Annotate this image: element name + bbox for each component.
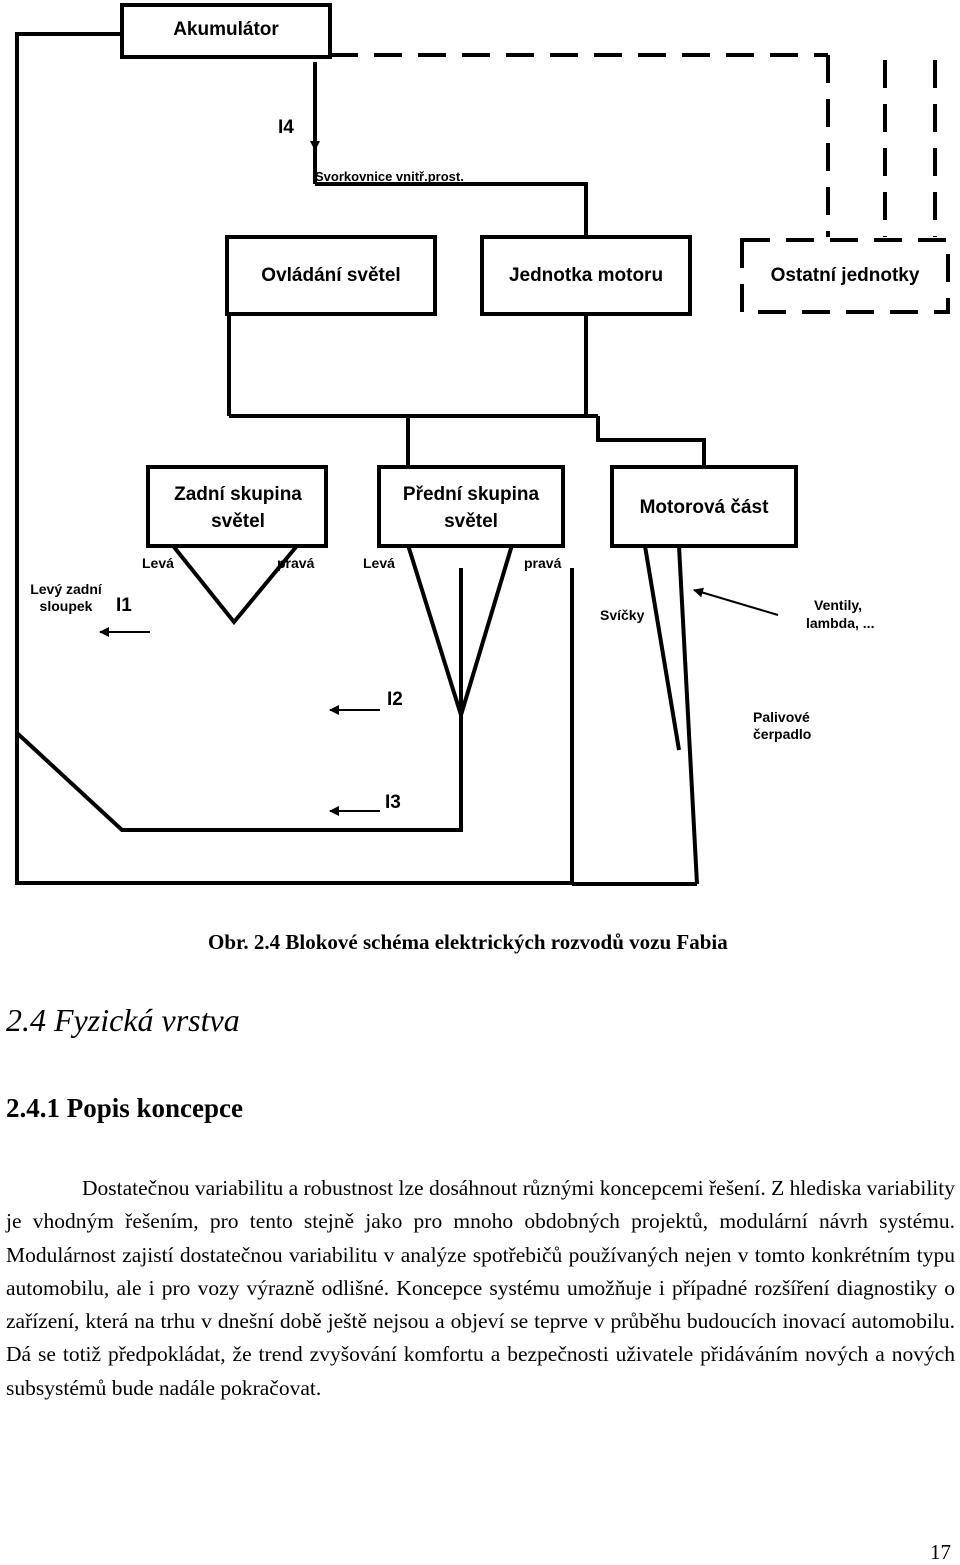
motorova-cast-label: Motorová část [640,497,769,518]
dashed-connection [330,53,950,314]
ventily-label-2: lambda, ... [806,615,874,631]
ostatni-jednotky-label: Ostatní jednotky [771,265,920,286]
palivove-cerpadlo-label-1: Palivové [753,709,810,725]
figure-caption: Obr. 2.4 Blokové schéma elektrických roz… [208,930,728,954]
leva-label-2: Levá [363,555,395,571]
subsection-heading: 2.4.1 Popis koncepce [6,1093,244,1123]
box-predni-skupina [377,465,565,548]
current-arrows [99,108,779,816]
svicky-label: Svíčky [600,607,645,623]
i4-label: I4 [278,117,294,138]
prava-label-2: pravá [524,555,562,571]
box-zadni-skupina [146,465,328,548]
jednotka-motoru-label: Jednotka motoru [509,265,663,286]
main-wires [15,32,706,886]
prava-label-1: pravá [277,555,315,571]
box-akumulator [120,3,332,59]
palivove-cerpadlo-label-2: čerpadlo [753,726,811,742]
i2-label: I2 [387,689,403,710]
block-boxes [120,3,798,548]
zadni-skupina-label-1: Zadní skupina [174,484,302,505]
body-paragraph-text: Dostatečnou variabilitu a robustnost lze… [6,1176,955,1400]
levy-zadni-sloupek-label-2: sloupek [40,598,93,614]
levy-zadni-sloupek-label-1: Levý zadní [30,581,103,597]
predni-skupina-label-2: světel [444,511,498,532]
box-jednotka-motoru [480,235,692,316]
body-paragraph: Dostatečnou variabilitu a robustnost lze… [6,1172,955,1405]
wiring-block-diagram: Akumulátor Ovládání světel Jednotka moto… [15,3,950,886]
svorkovnice-label: Svorkovnice vnitř.prost. [315,169,464,184]
predni-skupina-label-1: Přední skupina [403,484,540,505]
i1-label: I1 [116,595,132,616]
leva-label-1: Levá [142,555,174,571]
box-ovladani-svetel [225,235,437,316]
zadni-skupina-label-2: světel [211,511,265,532]
ventily-label-1: Ventily, [814,597,862,613]
page-number: 17 [930,1540,951,1564]
ovladani-svetel-label: Ovládání světel [261,265,400,286]
i3-label: I3 [385,792,401,813]
akumulator-label: Akumulátor [173,19,279,40]
box-motorova-cast [610,465,798,548]
section-heading: 2.4 Fyzická vrstva [6,1002,240,1038]
